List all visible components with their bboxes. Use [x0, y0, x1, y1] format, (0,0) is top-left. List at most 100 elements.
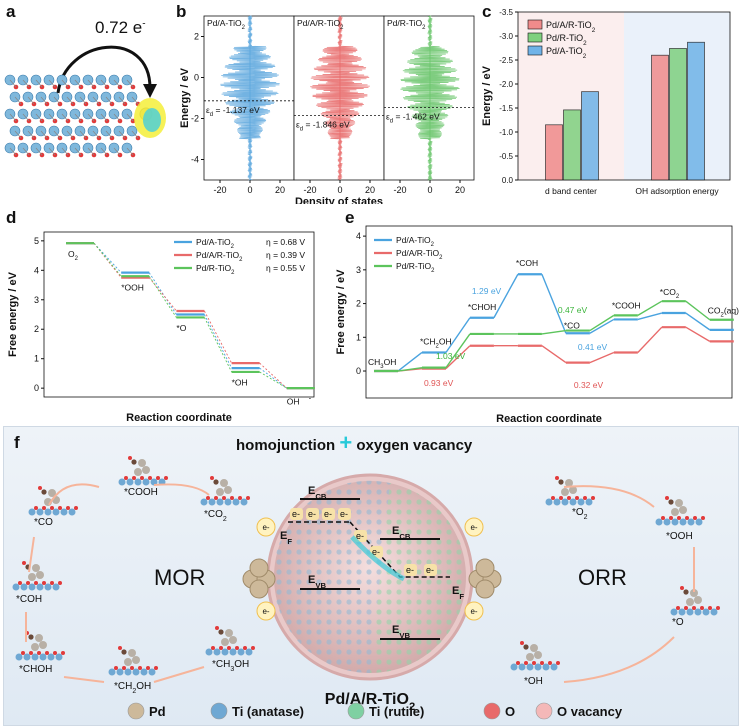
- orr-structure-o: [661, 516, 665, 520]
- bond: [9, 147, 17, 156]
- mor-structure-ti: [36, 508, 44, 516]
- mor-structure-o: [50, 581, 54, 585]
- mor-structure-ti: [20, 583, 28, 591]
- anatase-region: [273, 480, 390, 674]
- ytick-label: -1.0: [499, 128, 513, 137]
- orr-structure-adsorbate-c: [668, 499, 674, 505]
- mor-structure-ti: [47, 653, 55, 661]
- legend-label: Pd/R-TiO2: [196, 263, 234, 276]
- ytick-label: -0.5: [499, 152, 513, 161]
- orr-structure-o: [524, 661, 528, 665]
- bond: [100, 147, 108, 156]
- barrier-annotation: 1.03 eV: [436, 351, 466, 361]
- electron-label: e-: [292, 509, 300, 519]
- mor-structure-o: [29, 651, 33, 655]
- state-label: CH3OH: [368, 357, 396, 370]
- orr-structure-o: [701, 516, 705, 520]
- state-label: *O: [176, 323, 186, 333]
- pd-cluster-atom: [249, 558, 269, 578]
- mor-structure-ti: [108, 668, 116, 676]
- ecb-label: ECB: [308, 485, 327, 501]
- state-superscript: -: [309, 396, 312, 403]
- legend-label: Pd/A-TiO2: [546, 46, 587, 60]
- panel-b-ylabel: Energy / eV: [179, 67, 191, 128]
- orr-structure-pd: [675, 499, 683, 507]
- bond: [113, 113, 121, 122]
- xtick-label: 20: [365, 185, 375, 195]
- bond: [87, 147, 95, 156]
- bar: [581, 91, 599, 181]
- legend-label: Pd/A-TiO2: [196, 237, 234, 250]
- panel-e-ylabel: Free energy / eV: [335, 269, 347, 355]
- legend-label: Pd/A/R-TiO2: [546, 20, 596, 34]
- bond: [92, 96, 100, 105]
- orr-structure-pd: [671, 508, 679, 516]
- ytick-label: 1: [34, 354, 39, 364]
- electron-label: e-: [426, 565, 434, 575]
- orr-structure-adsorbate-o: [555, 476, 559, 480]
- mor-structure-ti: [221, 648, 229, 656]
- mor-structure-pd: [39, 641, 47, 649]
- orr-structure-ti: [550, 663, 558, 671]
- bar: [545, 124, 563, 181]
- electron-label: e-: [262, 523, 269, 532]
- charge-transfer-arrow: [56, 45, 152, 94]
- mor-structure-ti: [237, 648, 245, 656]
- mor-structure-pd: [229, 636, 237, 644]
- barrier-annotation: 0.41 eV: [578, 342, 608, 352]
- mor-structure-o: [34, 581, 38, 585]
- state-label: *COH: [516, 258, 538, 268]
- connector: [259, 371, 288, 389]
- bond: [22, 147, 30, 156]
- mor-structure-adsorbate-c: [41, 489, 47, 495]
- mor-structure-ti: [28, 583, 36, 591]
- mor-cycle-arrow: [153, 666, 205, 683]
- bond: [118, 96, 126, 105]
- mor-structure-adsorbate-c: [131, 459, 137, 465]
- mor-structure-ti: [60, 508, 68, 516]
- bond: [9, 79, 17, 88]
- mor-structure-o: [206, 496, 210, 500]
- evb-label: EVB: [392, 624, 410, 640]
- mor-species-label: *COH: [16, 594, 42, 605]
- bar: [651, 54, 669, 181]
- orr-structure-ti: [702, 608, 710, 616]
- panel-c-bar-chart: Energy / eV-3.5-3.0-2.5-2.0-1.5-1.0-0.50…: [481, 8, 731, 196]
- electron-bg: [404, 564, 417, 576]
- mor-structure-o: [154, 666, 158, 670]
- orr-structure-o: [540, 661, 544, 665]
- tio2-slab: [4, 74, 153, 158]
- panel-c-ylabel: Energy / eV: [481, 65, 493, 126]
- mor-structure-adsorbate-o: [118, 646, 122, 650]
- connector: [203, 314, 233, 369]
- orr-structure-adsorbate-o: [665, 496, 669, 500]
- bond: [61, 79, 69, 88]
- orr-structure-o: [708, 606, 712, 610]
- mor-structure-ti: [44, 508, 52, 516]
- orr-structure-pd: [694, 596, 702, 604]
- orr-structure-pd: [679, 506, 687, 514]
- mor-structure-pd: [225, 629, 233, 637]
- barrier-annotation: 0.47 eV: [558, 305, 588, 315]
- panel-f-label: f: [14, 433, 20, 452]
- mor-species-label: *CO: [34, 517, 53, 528]
- bond: [74, 147, 82, 156]
- bond: [66, 96, 74, 105]
- electron-label: e-: [356, 531, 364, 541]
- electron-bubble: [256, 601, 276, 621]
- state-label: CO2(aq): [708, 305, 739, 318]
- ytick-label: 0.0: [502, 176, 514, 185]
- mor-structure-ti: [132, 668, 140, 676]
- bond: [61, 113, 69, 122]
- bond: [53, 96, 61, 105]
- bond: [35, 147, 43, 156]
- ytick-label: -2.5: [499, 56, 513, 65]
- orr-structure-o: [677, 516, 681, 520]
- ytick-label: -3.0: [499, 32, 513, 41]
- state-label: *CO: [564, 321, 580, 331]
- state-label: *CHOH: [468, 302, 496, 312]
- orr-structure-o: [559, 496, 563, 500]
- orr-structure-ti: [545, 498, 553, 506]
- ytick-label: -1.5: [499, 104, 513, 113]
